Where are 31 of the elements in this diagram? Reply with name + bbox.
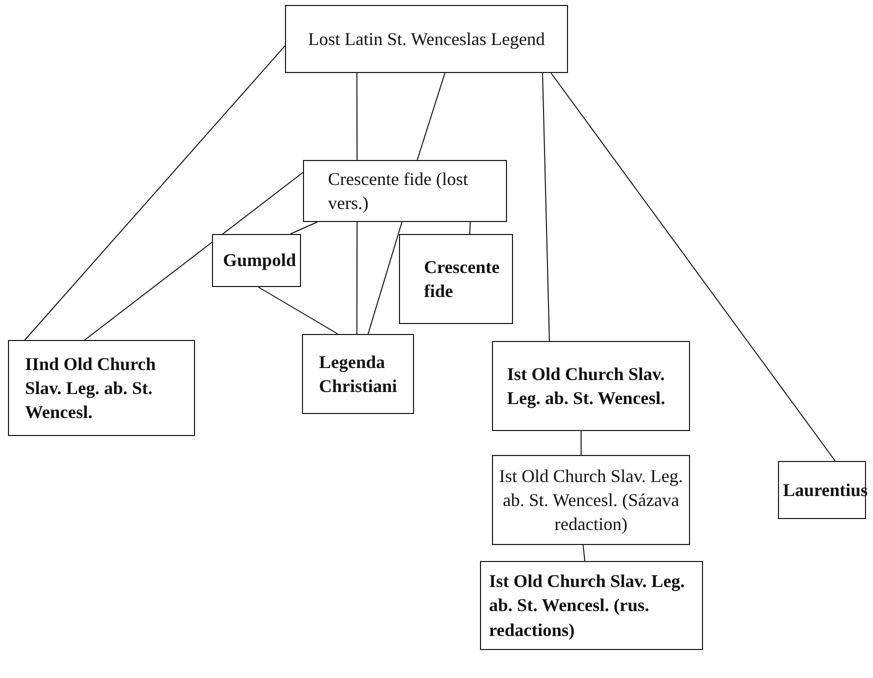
text-box: [480, 561, 703, 650]
connector-line: [258, 286, 338, 334]
text-box: [492, 455, 690, 545]
connector-line: [469, 222, 471, 234]
node-label: Lost Latin St. Wenceslas Legend: [308, 28, 545, 51]
connector-line: [542, 72, 550, 342]
text-box: [399, 234, 513, 324]
node-label: Crescente fide (lost vers.): [328, 168, 469, 215]
node-label: Crescente fide: [424, 256, 501, 303]
connector-line: [356, 72, 358, 160]
node-label: Ist Old Church Slav. Leg. ab. St. Wencesl. (rus. redactions): [489, 570, 686, 642]
text-box: [212, 234, 301, 287]
node-label: Ist Old Church Slav. Leg. ab. St. Wencesl. (Sázava redaction): [498, 464, 684, 536]
connector-line: [356, 222, 358, 334]
node-label: IInd Old Church Slav. Leg. ab. St. Wencesl.: [25, 352, 157, 424]
connector-line: [582, 544, 586, 562]
node-label: Legenda Christiani: [319, 350, 398, 398]
node-label: Ist Old Church Slav. Leg. ab. St. Wencesl.: [507, 362, 666, 410]
text-box: [8, 340, 195, 436]
connector-line: [580, 430, 582, 456]
node-label: Gumpold: [223, 249, 296, 272]
connector-line: [290, 222, 318, 234]
text-box: [492, 341, 690, 431]
text-box: [285, 5, 568, 73]
connector-line: [84, 172, 304, 340]
connector-line: [416, 72, 446, 160]
text-box: [302, 334, 414, 414]
connector-line: [368, 222, 402, 334]
connector-line: [24, 45, 286, 340]
connector-line: [550, 72, 836, 462]
text-box: [303, 160, 507, 222]
